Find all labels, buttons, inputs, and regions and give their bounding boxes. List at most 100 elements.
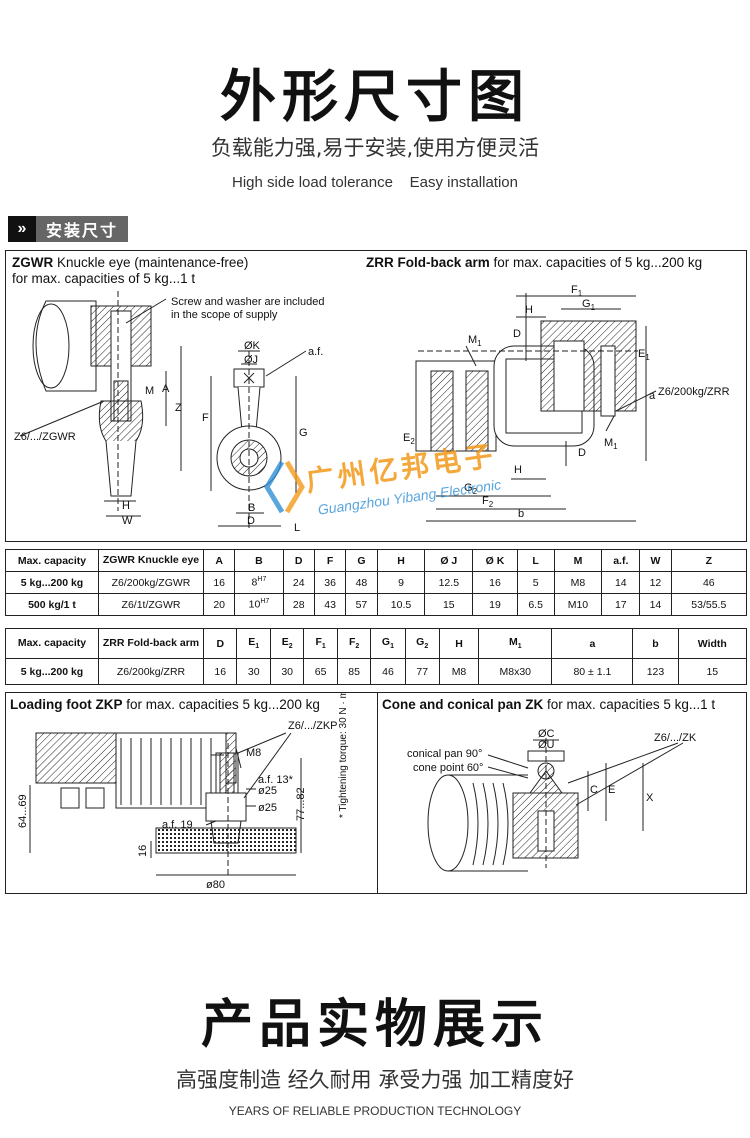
td: 6.5	[516, 593, 555, 616]
label-d25a: ø25	[258, 785, 277, 797]
label-cone: cone point 60°	[413, 762, 483, 774]
th: D	[202, 628, 238, 659]
zrr-labels: F1 G1 H D M1 E1 Z6/200kg/ZRR a E2 M1 D H…	[403, 284, 730, 520]
section-label: 安装尺寸	[36, 216, 129, 242]
td: 12	[639, 571, 672, 594]
label-z6-zrr: Z6/200kg/ZRR	[658, 386, 730, 398]
td: 30	[269, 658, 305, 685]
label-af19: a.f. 19	[162, 819, 193, 831]
label-g: G	[299, 427, 308, 439]
td: 17	[601, 593, 641, 616]
th: F2	[336, 628, 372, 659]
th: ZRR Fold-back arm	[98, 628, 204, 659]
th: H	[376, 549, 426, 572]
label-z6-zgwr: Z6/.../ZGWR	[14, 431, 76, 443]
label-j: ØJ	[244, 354, 258, 366]
label-h16: 16	[137, 845, 149, 857]
th: Width	[677, 628, 748, 659]
th: G1	[370, 628, 406, 659]
label-af: a.f.	[308, 346, 323, 358]
td: M8	[438, 658, 480, 685]
th: Ø J	[424, 549, 474, 572]
zrr-title: ZRR Fold-back arm for max. capacities of…	[366, 255, 703, 270]
chevron-icon: »	[8, 216, 36, 242]
th: E1	[236, 628, 271, 659]
label-e2: E2	[403, 432, 415, 446]
label-f: F	[202, 412, 209, 424]
zkp-title: Loading foot ZKP for max. capacities 5 k…	[10, 697, 320, 712]
label-c-height: C	[590, 784, 598, 796]
th: G	[345, 549, 378, 572]
td: 9	[376, 571, 426, 594]
table-row: 5 kg...200 kg Z6/200kg/ZRR 16 30 30 65 8…	[5, 658, 748, 685]
table-row: 500 kg/1 t Z6/1t/ZGWR 20 10H7 28 43 57 1…	[5, 593, 748, 616]
label-k: ØK	[244, 340, 261, 352]
th: F	[313, 549, 347, 572]
zgwr-title: ZGWR Knuckle eye (maintenance-free)	[12, 255, 249, 270]
label-pan: conical pan 90°	[407, 748, 482, 760]
td: Z6/200kg/ZGWR	[98, 571, 204, 594]
th: a.f.	[601, 549, 641, 572]
td: 16	[202, 658, 238, 685]
product-display-title: 产品实物展示	[200, 995, 549, 1055]
td: 5	[516, 571, 555, 594]
td: 53/55.5	[670, 593, 748, 616]
label-b-zrr: b	[518, 508, 524, 520]
td: 5 kg...200 kg	[5, 658, 99, 685]
th: M	[553, 549, 603, 572]
spec-table-zgwr: Max. capacity ZGWR Knuckle eye A B D F G…	[5, 549, 748, 616]
label-a: a	[649, 390, 656, 402]
label-z6-zk: Z6/.../ZK	[654, 732, 697, 744]
table-header-row: Max. capacity ZGWR Knuckle eye A B D F G…	[5, 549, 748, 572]
th: F1	[303, 628, 338, 659]
spec-table-zrr: Max. capacity ZRR Fold-back arm D E1 E2 …	[5, 628, 748, 685]
zgwr-note-1: Screw and washer are included	[171, 296, 325, 308]
td: Z6/1t/ZGWR	[98, 593, 204, 616]
th: Max. capacity	[5, 628, 99, 659]
td: 16	[472, 571, 518, 594]
td: 57	[345, 593, 378, 616]
td: 8H7	[234, 571, 284, 594]
td: Z6/200kg/ZRR	[98, 658, 204, 685]
drawing-panel-top: ZGWR Knuckle eye (maintenance-free) for …	[5, 250, 747, 542]
zgwr-subtitle: for max. capacities of 5 kg...1 t	[12, 271, 196, 286]
section-tag: » 安装尺寸	[8, 216, 129, 242]
product-display-tagline: YEARS OF RELIABLE PRODUCTION TECHNOLOGY	[228, 1104, 522, 1118]
page-title: 外形尺寸图	[220, 65, 530, 130]
label-m8: M8	[246, 747, 261, 759]
td: 12.5	[424, 571, 474, 594]
td: 20	[202, 593, 236, 616]
label-f2: F2	[482, 495, 494, 509]
label-h: H	[122, 500, 130, 512]
label-w: W	[122, 515, 133, 527]
th: B	[234, 549, 284, 572]
td: 14	[639, 593, 672, 616]
td: 10H7	[234, 593, 284, 616]
td: 28	[282, 593, 315, 616]
td: 36	[313, 571, 347, 594]
label-b: B	[248, 502, 255, 514]
th: W	[639, 549, 672, 572]
td: 77	[404, 658, 440, 685]
table-header-row: Max. capacity ZRR Fold-back arm D E1 E2 …	[5, 628, 748, 659]
th: E2	[269, 628, 305, 659]
td: 15	[677, 658, 748, 685]
label-e: E	[608, 784, 615, 796]
label-d25b: ø25	[258, 802, 277, 814]
page-subtitle-cn: 负载能力强,易于安装,使用方便灵活	[210, 136, 540, 160]
th: ZGWR Knuckle eye	[98, 549, 204, 572]
td: 5 kg...200 kg	[5, 571, 99, 594]
zk-drawing: ØC ØU Z6/.../ZK conical pan 90° cone poi…	[407, 728, 697, 872]
td: M8	[553, 571, 603, 594]
zgwr-knuckle-drawing	[19, 291, 182, 517]
td: 123	[632, 658, 679, 685]
technical-drawing-top: M A Z Z6/.../ZGWR H W ØK ØJ a	[14, 284, 730, 534]
label-u: ØU	[538, 739, 555, 751]
label-g1: G1	[582, 298, 596, 312]
th: H	[438, 628, 480, 659]
td: 15	[424, 593, 474, 616]
th: Z	[670, 549, 748, 572]
drawing-panel-zk: Cone and conical pan ZK for max. capacit…	[377, 692, 747, 894]
td: 19	[472, 593, 518, 616]
label-f1: F1	[571, 284, 583, 298]
